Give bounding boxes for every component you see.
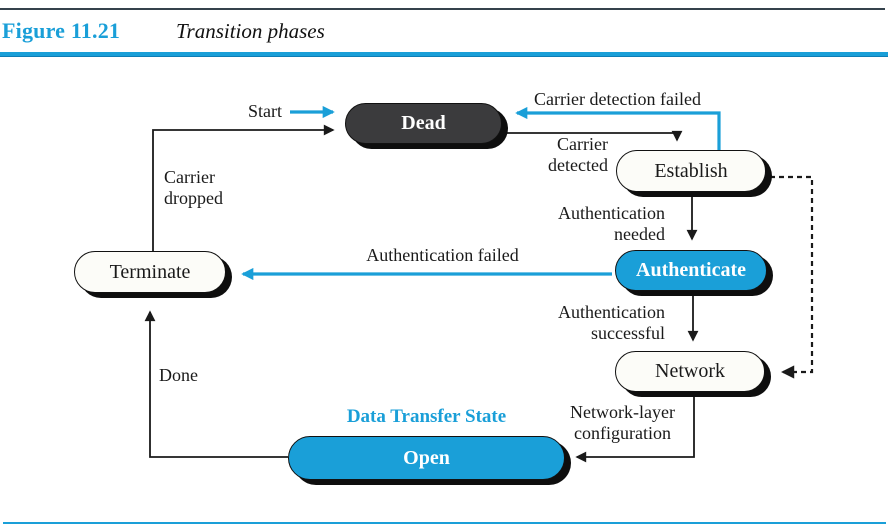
edge-establish-to-dead <box>515 106 721 151</box>
label-authentication-needed: Authentication needed <box>538 203 665 245</box>
header-rule <box>0 52 888 57</box>
state-authenticate-label: Authenticate <box>636 259 746 281</box>
edge-dead-to-establish <box>503 130 683 142</box>
figure-title: Transition phases <box>176 19 325 43</box>
edge-terminate-to-dead <box>152 124 335 251</box>
figure-number: Figure 11.21 <box>2 18 121 43</box>
state-authenticate: Authenticate <box>615 250 767 291</box>
label-authentication-successful-line2: successful <box>591 323 665 343</box>
state-dead: Dead <box>345 103 502 144</box>
label-carrier-dropped-line2: dropped <box>164 188 223 208</box>
top-rule <box>0 8 885 10</box>
bottom-rule <box>3 521 886 524</box>
label-carrier-detected: Carrier detected <box>520 134 608 176</box>
state-network-label: Network <box>655 360 725 382</box>
label-authentication-needed-line1: Authentication <box>558 203 665 223</box>
label-network-layer-configuration: Network-layer configuration <box>556 402 689 444</box>
label-carrier-dropped: Carrier dropped <box>164 167 244 209</box>
edge-establish-to-network-dashed <box>770 175 814 379</box>
edge-open-to-terminate <box>144 310 288 458</box>
label-authentication-successful-line1: Authentication <box>558 302 665 322</box>
state-terminate: Terminate <box>74 251 226 293</box>
state-open-label: Open <box>403 446 450 469</box>
label-carrier-detected-line1: Carrier <box>557 134 608 154</box>
state-dead-label: Dead <box>401 112 446 134</box>
state-establish-label: Establish <box>654 159 728 182</box>
label-start: Start <box>248 101 282 121</box>
edge-network-to-open <box>575 392 695 463</box>
label-authentication-failed: Authentication failed <box>366 245 519 265</box>
label-network-layer-configuration-line2: configuration <box>574 423 671 443</box>
label-network-layer-configuration-line1: Network-layer <box>570 402 675 422</box>
label-done: Done <box>159 365 198 385</box>
label-carrier-dropped-line1: Carrier <box>164 167 215 187</box>
label-carrier-detection-failed: Carrier detection failed <box>534 89 701 109</box>
state-establish: Establish <box>616 150 766 192</box>
state-open: Open <box>288 436 565 480</box>
state-terminate-label: Terminate <box>109 260 191 283</box>
label-authentication-needed-line2: needed <box>614 224 665 244</box>
label-carrier-detected-line2: detected <box>548 155 608 175</box>
label-data-transfer-state: Data Transfer State <box>346 406 507 427</box>
label-authentication-successful: Authentication successful <box>538 302 665 344</box>
state-network: Network <box>615 351 765 392</box>
